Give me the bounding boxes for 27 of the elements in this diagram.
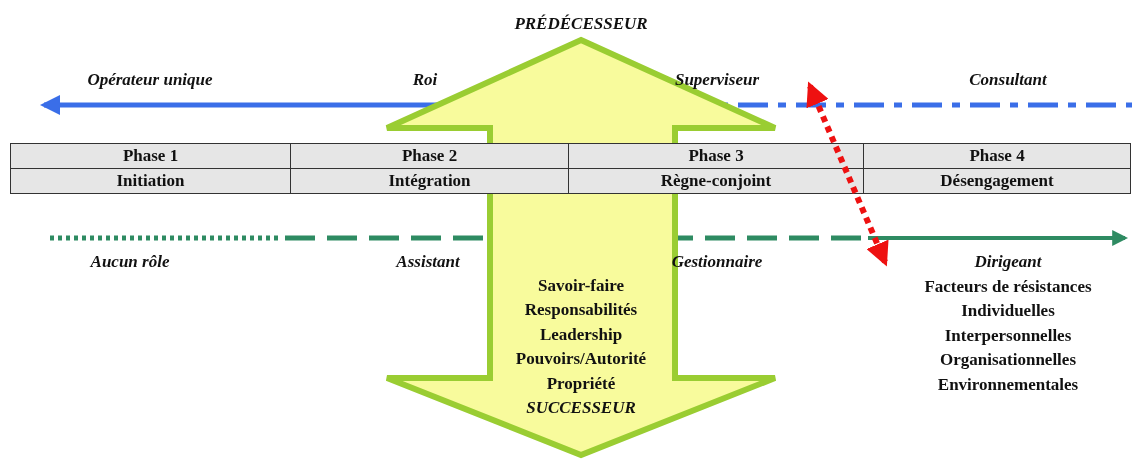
arrow-heading: SUCCESSEUR — [526, 398, 636, 418]
phase-name-cell: Intégration — [290, 168, 569, 194]
phase-header-cell: Phase 3 — [568, 143, 864, 169]
phase-name-cell: Règne-conjoint — [568, 168, 864, 194]
factor-heading: Facteurs de résistances — [924, 277, 1092, 297]
factor-label: Organisationnelles — [940, 350, 1076, 371]
arrow-text: Leadership — [539, 324, 623, 345]
role-label: Superviseur — [674, 70, 760, 90]
phase-name-cell: Initiation — [10, 168, 291, 194]
factor-label: Individuelles — [961, 301, 1055, 322]
factor-label: Environnementales — [937, 374, 1079, 395]
factor-label: Interpersonnelles — [944, 325, 1072, 346]
phase-header-cell: Phase 2 — [290, 143, 569, 169]
arrow-text: Responsabilités — [524, 300, 638, 321]
role-label: Opérateur unique — [87, 70, 213, 90]
role-label: Consultant — [969, 70, 1047, 90]
arrow-text: Savoir-faire — [538, 276, 624, 296]
arrow-heading: PRÉDÉCESSEUR — [514, 14, 648, 34]
role-label: Dirigeant — [974, 252, 1042, 272]
role-label: Assistant — [396, 252, 460, 272]
role-label: Aucun rôle — [90, 252, 170, 272]
arrow-text: Pouvoirs/Autorité — [515, 349, 647, 370]
arrow-text: Propriété — [546, 373, 616, 394]
phase-name-cell: Désengagement — [863, 168, 1131, 194]
phase-header-cell: Phase 4 — [863, 143, 1131, 169]
phase-header-cell: Phase 1 — [10, 143, 291, 169]
role-label: Roi — [412, 70, 438, 90]
